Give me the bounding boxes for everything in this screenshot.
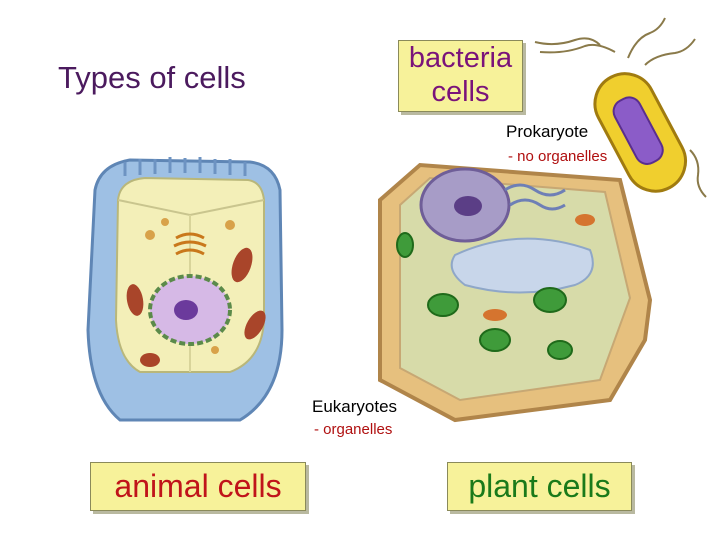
prokaryote-note: - no organelles xyxy=(508,148,607,165)
bacteria-label-line1: bacteria xyxy=(399,41,522,75)
bacteria-label-line2: cells xyxy=(399,75,522,109)
plant-cells-label: plant cells xyxy=(447,462,632,511)
animal-cell-image xyxy=(88,157,282,420)
bacteria-cells-label: bacteria cells xyxy=(398,40,523,112)
plant-cell-image xyxy=(380,165,650,420)
animal-cells-label: animal cells xyxy=(90,462,306,511)
eukaryotes-label: Eukaryotes xyxy=(312,397,397,417)
page-title: Types of cells xyxy=(58,60,246,96)
prokaryote-label: Prokaryote xyxy=(506,122,588,142)
eukaryotes-note: - organelles xyxy=(314,421,392,438)
